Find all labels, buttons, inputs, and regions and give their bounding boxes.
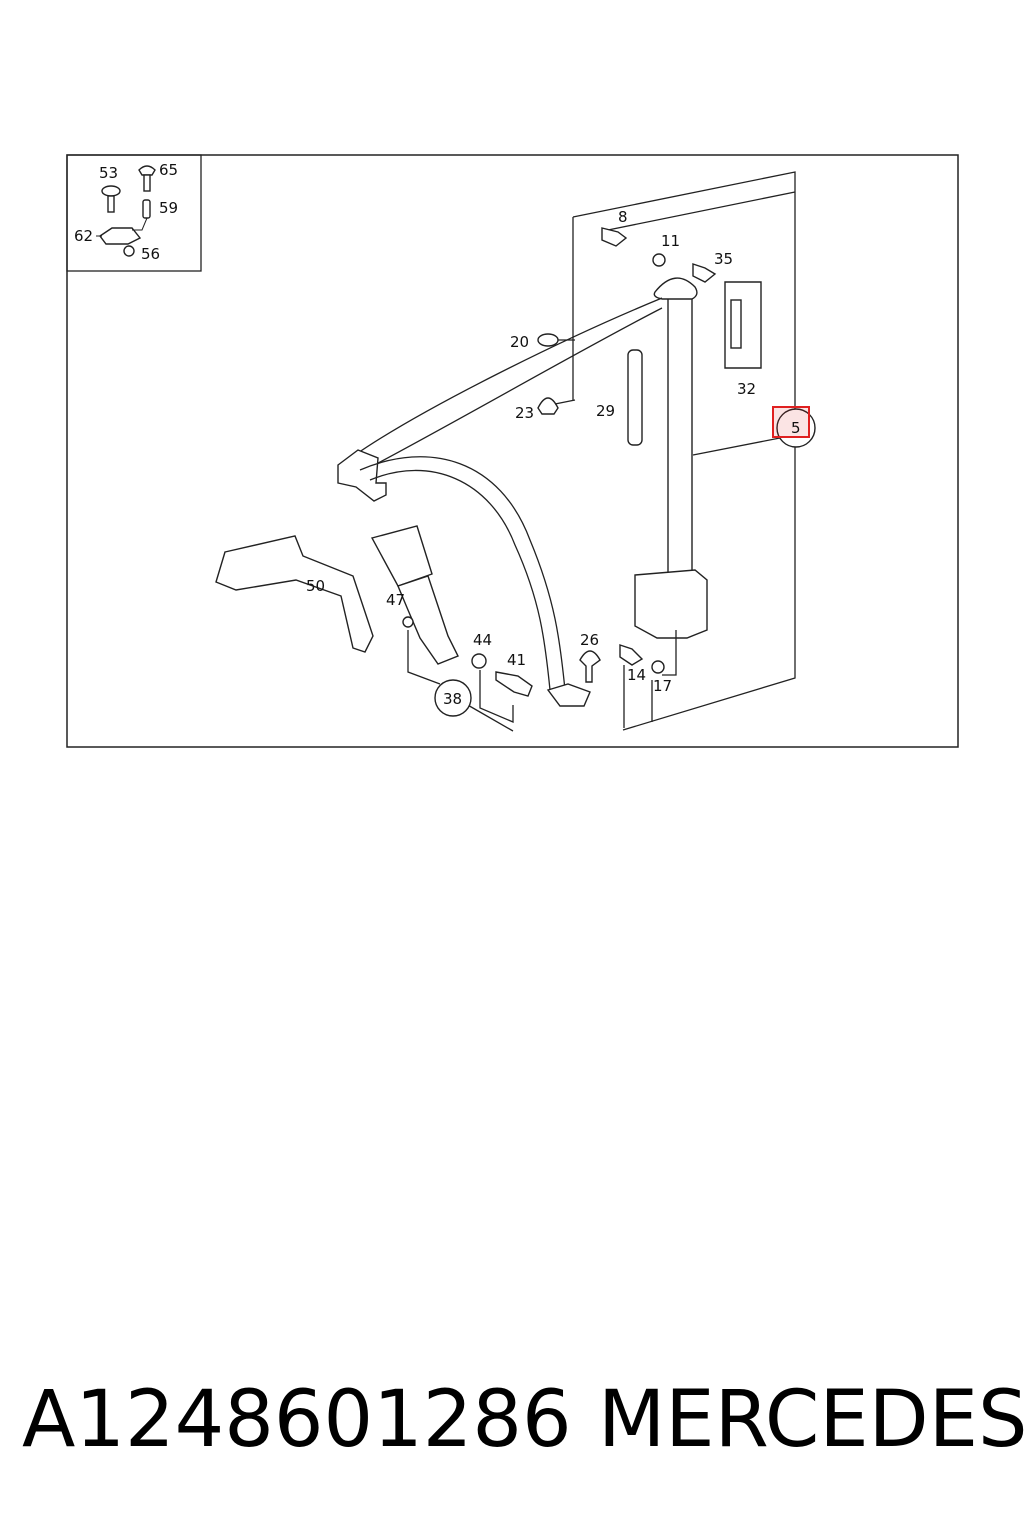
callout-41[interactable]: 41 — [507, 651, 526, 669]
callout-32[interactable]: 32 — [737, 380, 756, 398]
callout-38-circle — [434, 679, 472, 717]
callout-8[interactable]: 8 — [618, 208, 628, 226]
callout-5-highlight — [772, 406, 810, 438]
callout-50[interactable]: 50 — [306, 577, 325, 595]
buckle-assembly — [215, 525, 533, 697]
seat-belt-parts-diagram: 53 65 59 62 56 8 11 35 20 32 23 29 5 50 … — [66, 154, 959, 748]
callout-53[interactable]: 53 — [99, 164, 118, 182]
callout-5[interactable]: 5 — [791, 419, 801, 437]
callout-35[interactable]: 35 — [714, 250, 733, 268]
callout-38[interactable]: 38 — [443, 690, 462, 708]
callout-11[interactable]: 11 — [661, 232, 680, 250]
brand-name: MERCEDES — [598, 1375, 1024, 1465]
callout-labels: 53 65 59 62 56 8 11 35 20 32 23 29 5 50 … — [74, 161, 816, 717]
callout-56[interactable]: 56 — [141, 245, 160, 263]
callout-26[interactable]: 26 — [580, 631, 599, 649]
belt-strap — [337, 277, 708, 707]
small-parts — [407, 227, 762, 732]
inset-parts — [96, 165, 156, 257]
callout-14[interactable]: 14 — [627, 666, 646, 684]
callout-65[interactable]: 65 — [159, 161, 178, 179]
callout-47[interactable]: 47 — [386, 591, 405, 609]
callout-62[interactable]: 62 — [74, 227, 93, 245]
callout-23[interactable]: 23 — [515, 404, 534, 422]
caption-bar: A1248601286 MERCEDES — [0, 1370, 1024, 1480]
part-number: A1248601286 — [22, 1375, 572, 1465]
diagram-frame — [66, 154, 959, 748]
callout-20[interactable]: 20 — [510, 333, 529, 351]
inset-frame — [66, 154, 202, 272]
callout-29[interactable]: 29 — [596, 402, 615, 420]
callout-59[interactable]: 59 — [159, 199, 178, 217]
callout-17[interactable]: 17 — [653, 677, 672, 695]
callout-44[interactable]: 44 — [473, 631, 492, 649]
